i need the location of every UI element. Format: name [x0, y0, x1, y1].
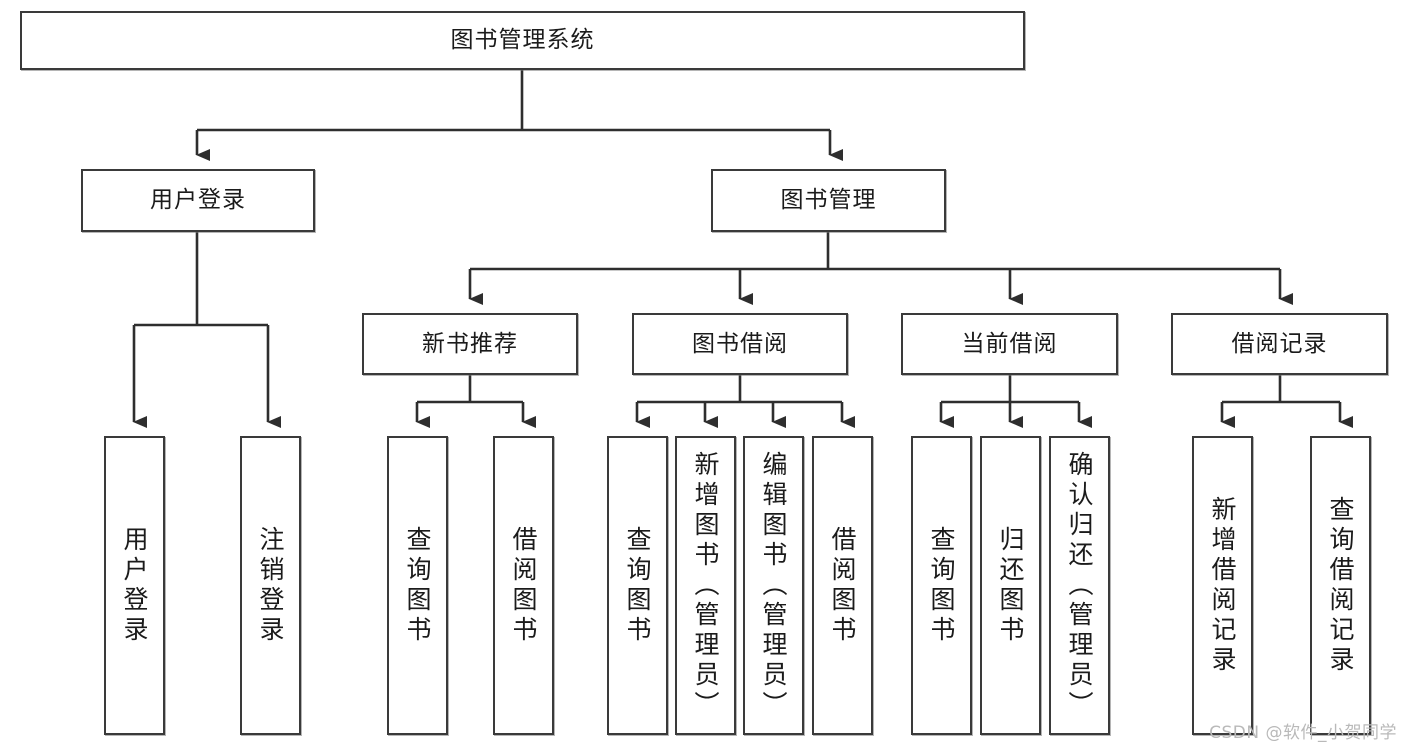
node-leaf-query-book-3[interactable]: 查询图书 — [911, 436, 972, 735]
node-current-borrow-label: 当前借阅 — [961, 330, 1058, 357]
node-leaf-return-book[interactable]: 归还图书 — [980, 436, 1041, 735]
node-book-management-label: 图书管理 — [780, 187, 877, 214]
node-root[interactable]: 图书管理系统 — [20, 11, 1025, 70]
node-leaf-query-book-1[interactable]: 查询图书 — [387, 436, 448, 735]
node-leaf-query-book-2-label: 查询图书 — [623, 525, 652, 646]
node-borrow-record[interactable]: 借阅记录 — [1171, 313, 1388, 375]
node-borrow-record-label: 借阅记录 — [1231, 330, 1328, 357]
node-current-borrow[interactable]: 当前借阅 — [901, 313, 1118, 375]
node-leaf-edit-book[interactable]: 编辑图书（管理员） — [743, 436, 804, 735]
node-leaf-add-record-label: 新增借阅记录 — [1208, 495, 1237, 676]
node-leaf-borrow-book-2-label: 借阅图书 — [828, 525, 857, 646]
node-leaf-query-book-2[interactable]: 查询图书 — [607, 436, 668, 735]
node-leaf-user-login-label: 用户登录 — [120, 525, 149, 646]
node-user-login[interactable]: 用户登录 — [81, 169, 315, 232]
node-leaf-query-record-label: 查询借阅记录 — [1326, 495, 1355, 676]
node-leaf-add-record[interactable]: 新增借阅记录 — [1192, 436, 1253, 735]
node-leaf-borrow-book-1-label: 借阅图书 — [509, 525, 538, 646]
node-book-management[interactable]: 图书管理 — [711, 169, 946, 232]
node-leaf-borrow-book-2[interactable]: 借阅图书 — [812, 436, 873, 735]
node-leaf-query-record[interactable]: 查询借阅记录 — [1310, 436, 1371, 735]
node-root-label: 图书管理系统 — [450, 27, 595, 54]
node-leaf-add-book-label: 新增图书（管理员） — [691, 450, 720, 721]
watermark-text: CSDN @软件_小贺同学 — [1209, 723, 1397, 743]
node-leaf-confirm-return[interactable]: 确认归还（管理员） — [1049, 436, 1110, 735]
node-leaf-confirm-return-label: 确认归还（管理员） — [1065, 450, 1094, 721]
node-leaf-logout-login[interactable]: 注销登录 — [240, 436, 301, 735]
node-leaf-return-book-label: 归还图书 — [996, 525, 1025, 646]
node-leaf-borrow-book-1[interactable]: 借阅图书 — [493, 436, 554, 735]
node-leaf-add-book[interactable]: 新增图书（管理员） — [675, 436, 736, 735]
node-leaf-query-book-3-label: 查询图书 — [927, 525, 956, 646]
node-leaf-query-book-1-label: 查询图书 — [403, 525, 432, 646]
node-leaf-user-login[interactable]: 用户登录 — [104, 436, 165, 735]
node-new-book-recommend[interactable]: 新书推荐 — [362, 313, 578, 375]
node-user-login-label: 用户登录 — [150, 187, 246, 214]
node-leaf-logout-login-label: 注销登录 — [256, 525, 285, 646]
node-book-borrow[interactable]: 图书借阅 — [632, 313, 848, 375]
node-book-borrow-label: 图书借阅 — [692, 330, 788, 357]
node-new-book-recommend-label: 新书推荐 — [422, 330, 518, 357]
node-leaf-edit-book-label: 编辑图书（管理员） — [759, 450, 788, 721]
